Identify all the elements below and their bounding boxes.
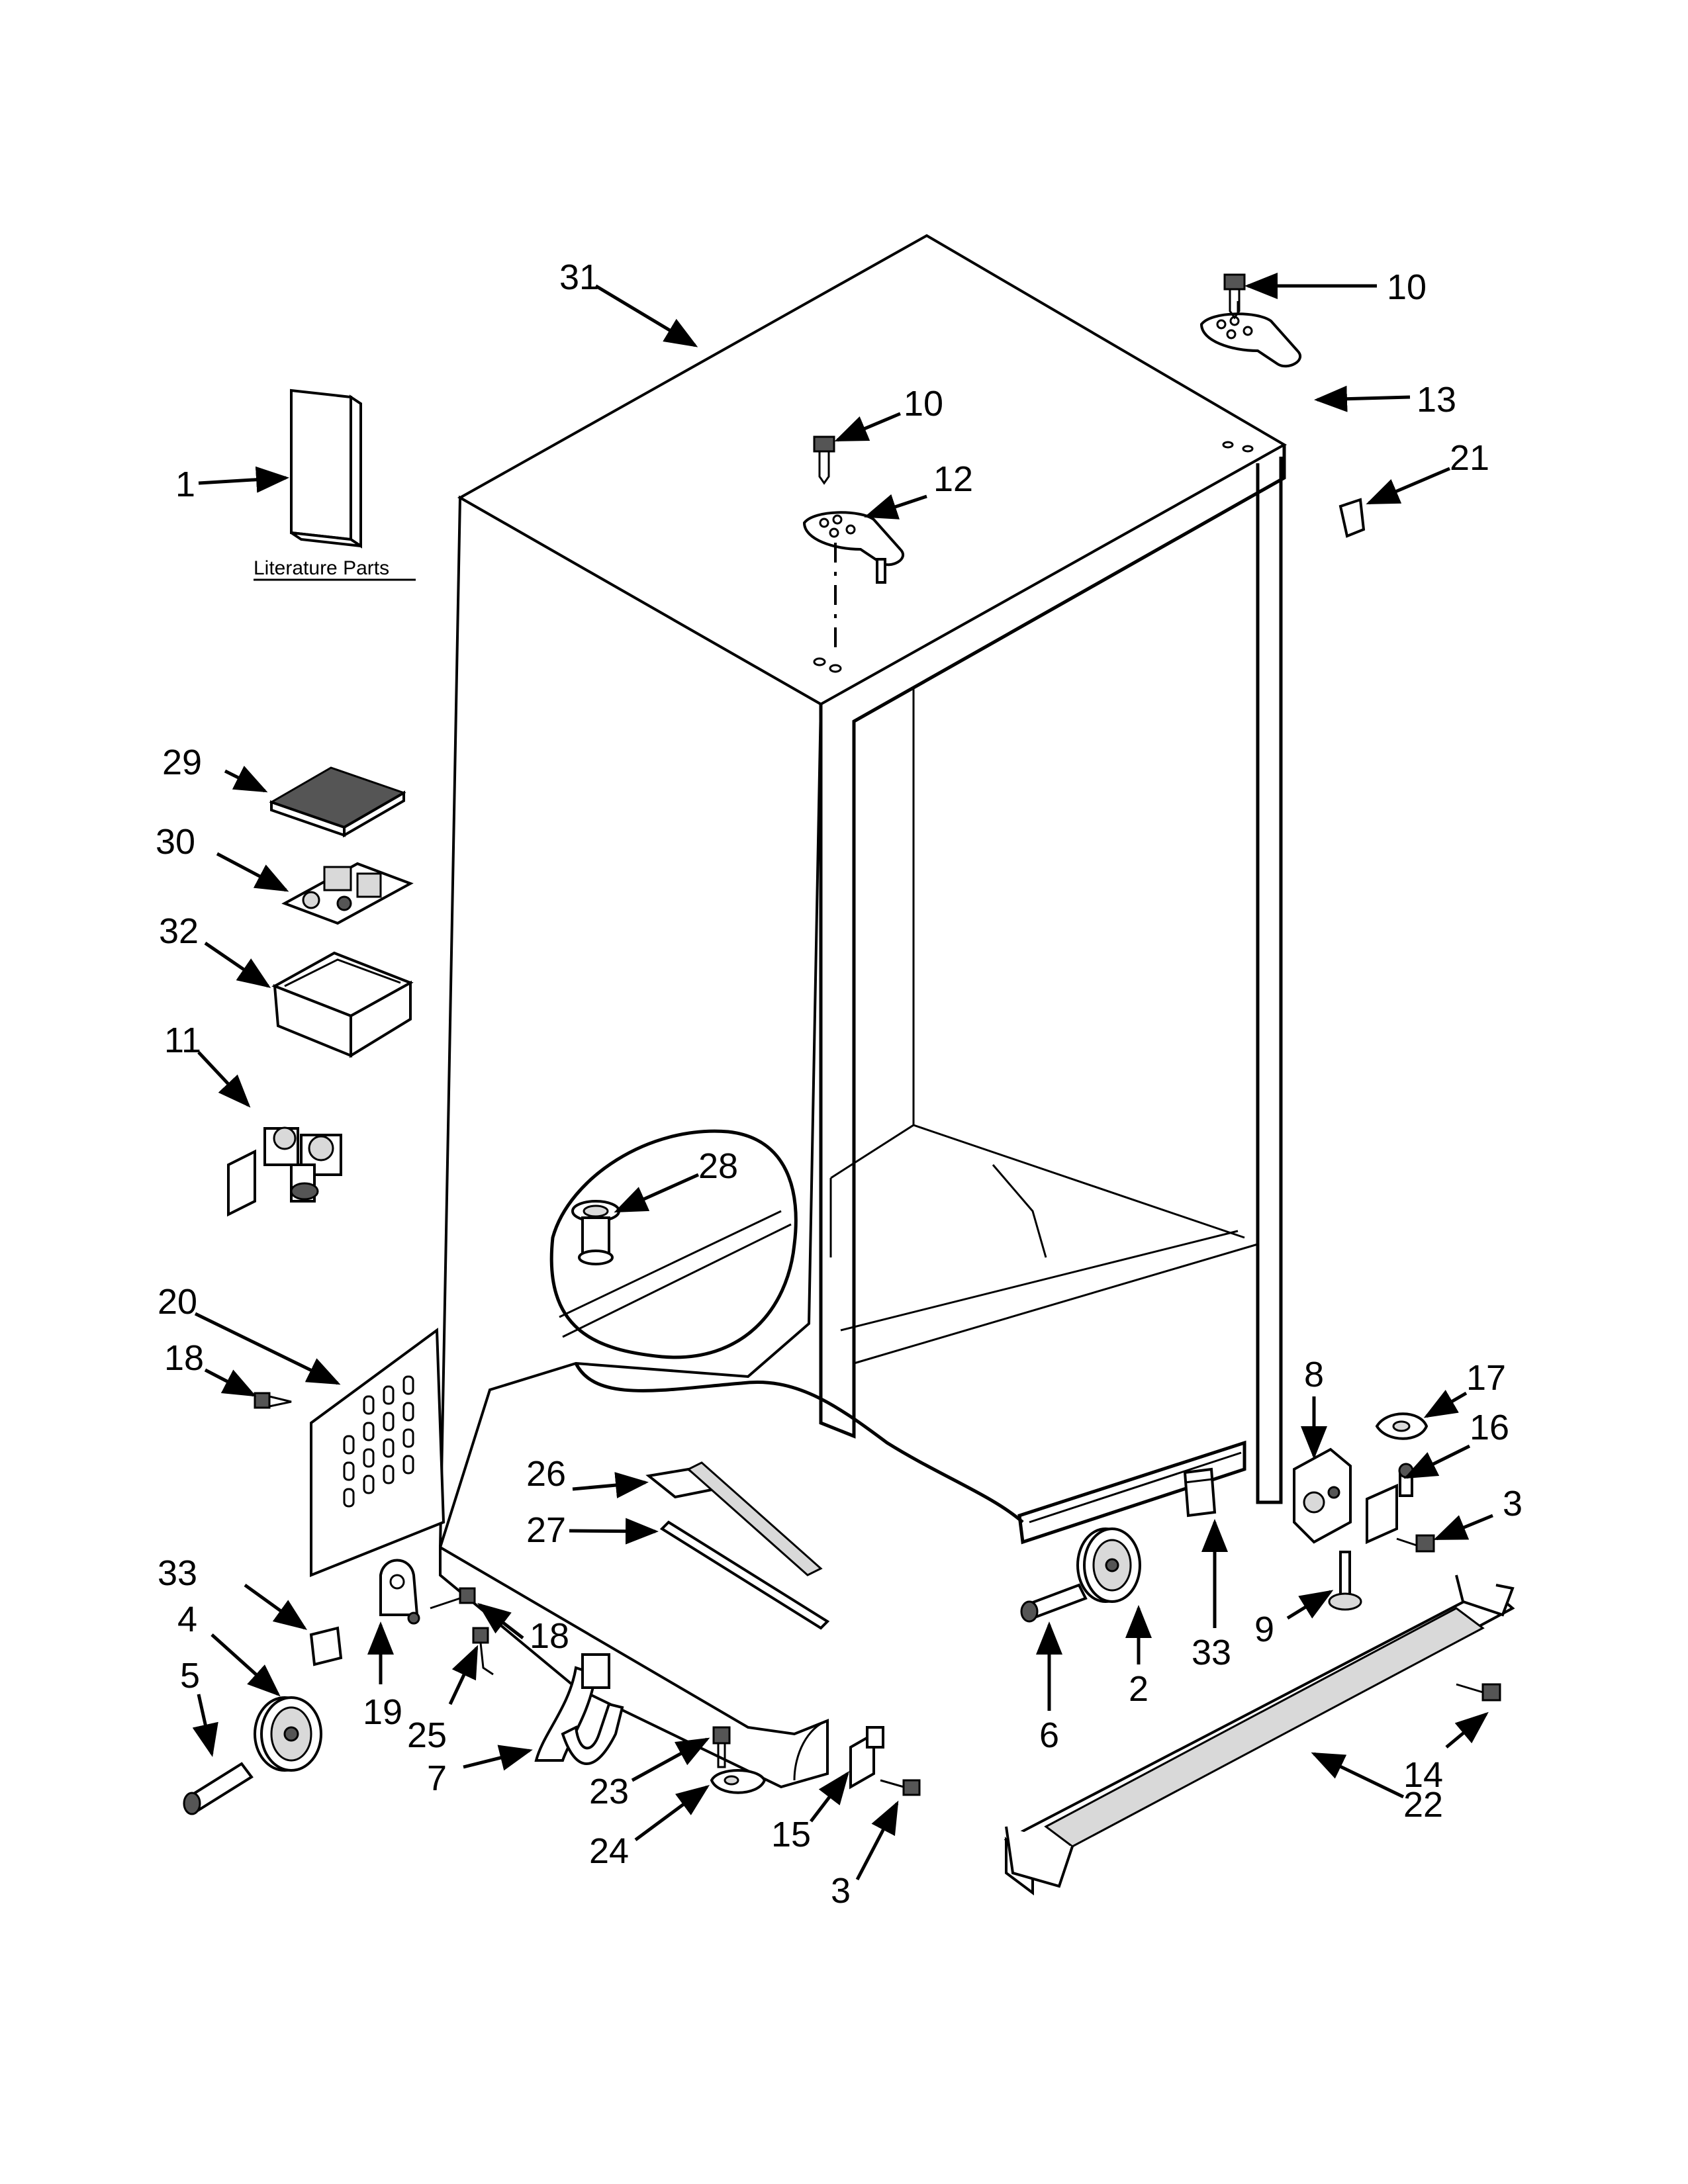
control-housing-32 <box>271 951 414 1058</box>
axle-6 <box>1020 1583 1088 1623</box>
callout-6: 6 <box>1039 1715 1059 1755</box>
water-valve-11 <box>227 1126 342 1217</box>
drain-grommet-28 <box>571 1200 620 1265</box>
top-hinge-12 <box>802 511 904 655</box>
callout-28: 28 <box>698 1146 738 1186</box>
callout-2: 2 <box>1129 1669 1149 1709</box>
callout-labels: 31 1 10 13 10 12 21 29 30 32 11 28 20 18… <box>156 257 1523 1911</box>
roller-2 <box>1076 1527 1141 1603</box>
screw-14 <box>1456 1683 1501 1702</box>
callout-26: 26 <box>526 1454 566 1494</box>
callout-1: 1 <box>175 465 195 504</box>
callout-25: 25 <box>407 1715 447 1755</box>
callout-10-left: 10 <box>904 384 943 424</box>
callout-23: 23 <box>589 1772 629 1811</box>
roller-4 <box>254 1696 322 1772</box>
callout-20: 20 <box>158 1282 197 1322</box>
callout-18-center: 18 <box>530 1616 569 1656</box>
callout-18-left: 18 <box>164 1338 204 1378</box>
drain-clip-19 <box>379 1559 420 1625</box>
callout-3-right: 3 <box>1503 1484 1523 1524</box>
callout-10-right: 10 <box>1387 267 1427 307</box>
callout-5: 5 <box>180 1656 200 1696</box>
literature-parts-label: Literature Parts <box>254 557 389 579</box>
screw-10-left <box>813 435 835 485</box>
leader-lines <box>192 273 1493 1881</box>
screw-18-clip <box>430 1587 476 1610</box>
screw-23 <box>712 1726 731 1768</box>
callout-29: 29 <box>162 743 202 782</box>
callout-22: 22 <box>1403 1785 1443 1825</box>
callout-13: 13 <box>1417 380 1456 420</box>
screw-10-right <box>1223 273 1246 320</box>
pad-33-right <box>1183 1467 1217 1518</box>
callout-21: 21 <box>1450 438 1489 478</box>
drain-tube-27 <box>659 1520 830 1630</box>
callout-4: 4 <box>177 1600 197 1639</box>
hinge-bracket-16 <box>1366 1463 1414 1545</box>
callout-3-center: 3 <box>831 1871 851 1911</box>
callout-17: 17 <box>1466 1358 1506 1398</box>
bracket-15 <box>849 1726 884 1790</box>
callout-24: 24 <box>589 1831 629 1871</box>
screw-3-right <box>1396 1534 1435 1553</box>
callout-14: 14 <box>1403 1755 1443 1795</box>
washer-24 <box>710 1769 767 1794</box>
screw-3-center <box>880 1779 921 1796</box>
screw-18-panel <box>254 1392 292 1409</box>
callout-31: 31 <box>559 257 599 297</box>
callout-15: 15 <box>771 1815 811 1854</box>
callout-12: 12 <box>933 459 973 499</box>
callout-33-right: 33 <box>1192 1633 1231 1672</box>
callout-32: 32 <box>159 911 199 951</box>
leveling-leg-9 <box>1328 1551 1362 1611</box>
base-grille-22 <box>1004 1574 1515 1895</box>
callout-16: 16 <box>1470 1408 1509 1447</box>
callout-8: 8 <box>1304 1355 1324 1394</box>
drain-trap-7 <box>534 1653 624 1765</box>
callout-7: 7 <box>427 1758 447 1798</box>
callout-11: 11 <box>164 1021 201 1060</box>
callout-9: 9 <box>1254 1610 1274 1649</box>
rear-access-panel-20 <box>310 1328 445 1577</box>
hole-plug-21 <box>1338 498 1366 538</box>
leveling-bracket-8 <box>1293 1447 1352 1544</box>
control-cover-29 <box>269 766 406 838</box>
washer-17 <box>1375 1412 1429 1440</box>
literature-parts-booklet <box>290 388 362 549</box>
callout-19: 19 <box>363 1692 402 1732</box>
drain-tube-26 <box>645 1461 823 1576</box>
control-board-30 <box>281 862 414 925</box>
axle-5 <box>183 1762 254 1815</box>
callout-30: 30 <box>156 822 195 862</box>
callout-33-left: 33 <box>158 1553 197 1593</box>
callout-27: 27 <box>526 1510 566 1550</box>
pad-33-left <box>309 1626 343 1666</box>
refrigerator-cabinet <box>439 234 1288 1789</box>
